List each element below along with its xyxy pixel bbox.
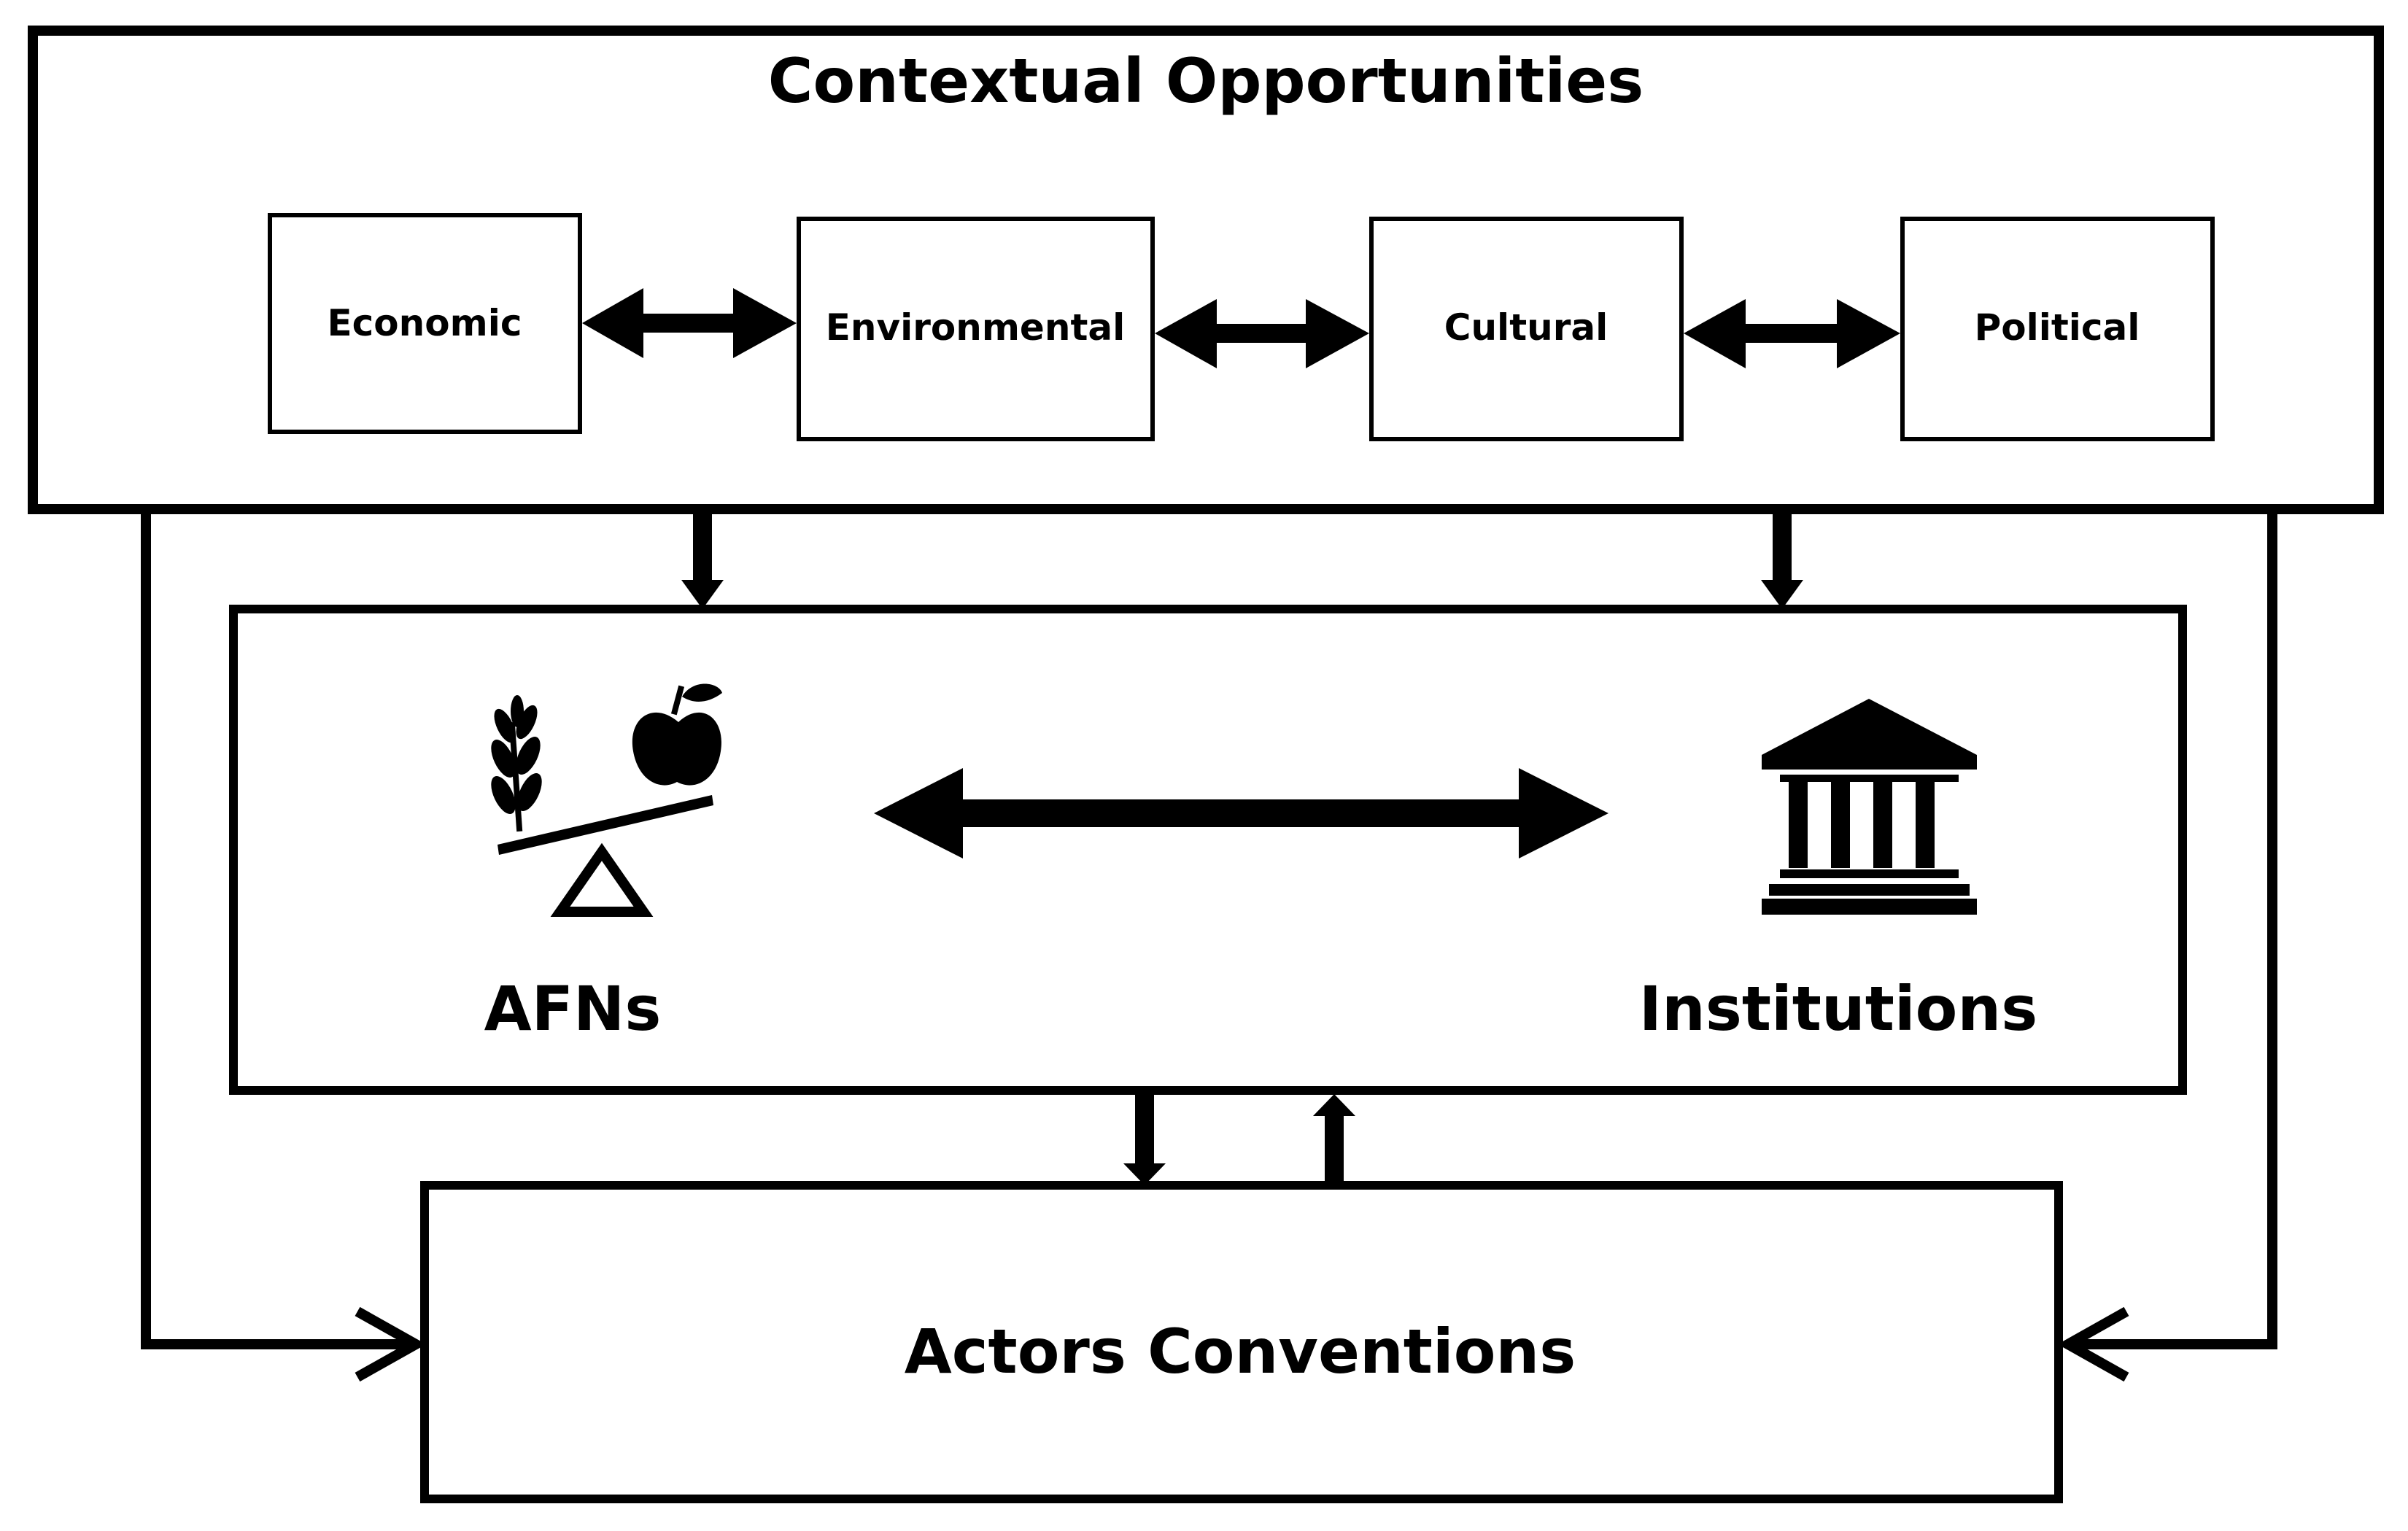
afns-label: AFNs [484,973,662,1044]
connector-right-top-to-bottom [2057,514,2277,1382]
institutions-label: Institutions [1639,973,2037,1044]
economic-label: Economic [328,302,522,344]
arrow-afns-institutions [874,768,1608,858]
arrow-environmental-cultural [1155,299,1369,368]
afns-institutions-box [229,605,2187,1095]
institution-building-icon [1762,699,1977,915]
political-box: Political [1900,217,2215,441]
arrow-bottom-to-middle [1313,1094,1355,1185]
economic-box: Economic [268,213,582,434]
arrow-economic-environmental [582,288,797,358]
environmental-label: Environmental [826,306,1125,349]
contextual-opportunities-title: Contextual Opportunities [768,45,1644,117]
arrow-top-to-middle-left [681,514,724,609]
cultural-box: Cultural [1369,217,1684,441]
environmental-box: Environmental [797,217,1155,441]
arrow-cultural-political [1684,299,1900,368]
actors-conventions-box: Actors Conventions [420,1181,2063,1503]
connector-left-top-to-bottom [141,514,427,1382]
arrow-middle-to-bottom [1123,1094,1166,1185]
political-label: Political [1975,306,2140,349]
scale-grain-apple-icon [491,683,722,917]
actors-conventions-label: Actors Conventions [905,1316,1576,1387]
cultural-label: Cultural [1444,306,1608,349]
arrow-top-to-middle-right [1761,514,1803,609]
